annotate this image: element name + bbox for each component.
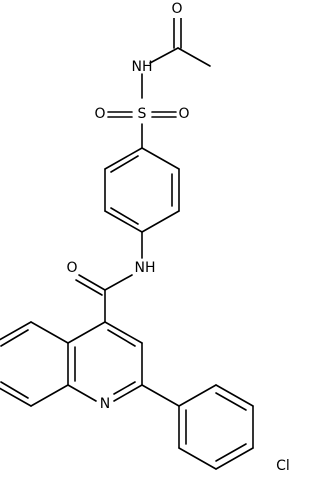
ring-bond — [141, 147, 180, 170]
atom-nh-sulfonyl: NH — [132, 59, 153, 75]
atom-cl: Cl — [276, 458, 290, 474]
atom-o-acetyl: O — [171, 1, 182, 17]
atom-o-amide: O — [66, 260, 77, 276]
atom-o-sulfonyl-left: O — [94, 106, 105, 122]
ring-double-bond — [107, 329, 136, 347]
ring-bond — [104, 321, 143, 344]
ring-double-bond — [0, 329, 29, 347]
ring-bond — [141, 210, 180, 233]
chemical-structure: O NH S O O NH O N Cl — [0, 0, 290, 474]
acetyl-group — [149, 16, 211, 67]
chlorophenyl-ring — [141, 384, 254, 470]
label-bg — [164, 0, 186, 18]
ring-bond — [215, 447, 254, 470]
bond-co-double-b — [75, 279, 103, 296]
ring-bond — [215, 384, 254, 407]
ring-bond — [0, 387, 32, 407]
ring-bond — [0, 321, 32, 341]
sulfonyl-group — [107, 73, 177, 149]
quinoline-benzo-ring — [0, 321, 69, 407]
ring-bond — [104, 147, 143, 170]
ring-bond — [178, 384, 217, 407]
ring-bond — [113, 384, 143, 402]
ring-double-bond — [110, 155, 139, 173]
benzene-ring-central — [104, 147, 180, 259]
atom-n-quinoline: N — [100, 396, 110, 412]
ring-bond — [67, 384, 97, 402]
bond-nh-carbonyl — [104, 274, 133, 291]
bond-co-double-a — [78, 274, 106, 291]
quinoline-pyridine-ring — [67, 321, 143, 402]
ring-bond — [178, 447, 217, 470]
ring-bond — [30, 321, 69, 344]
ring-double-bond — [0, 381, 29, 399]
ring-double-bond — [215, 443, 247, 462]
bond-quinoline-phenyl — [141, 384, 180, 407]
ring-bond — [67, 321, 106, 344]
ring-bond — [30, 384, 69, 407]
bond-c-methyl — [177, 47, 211, 67]
ring-double-bond — [110, 207, 139, 225]
amide-group — [75, 274, 133, 323]
ring-double-bond — [215, 392, 247, 411]
ring-double-bond — [113, 381, 136, 395]
ring-bond — [104, 210, 143, 233]
atom-nh-amide: NH — [135, 260, 156, 276]
bond-c-nh — [149, 47, 179, 64]
atom-o-sulfonyl-right: O — [178, 106, 189, 122]
atom-s: S — [138, 106, 147, 122]
